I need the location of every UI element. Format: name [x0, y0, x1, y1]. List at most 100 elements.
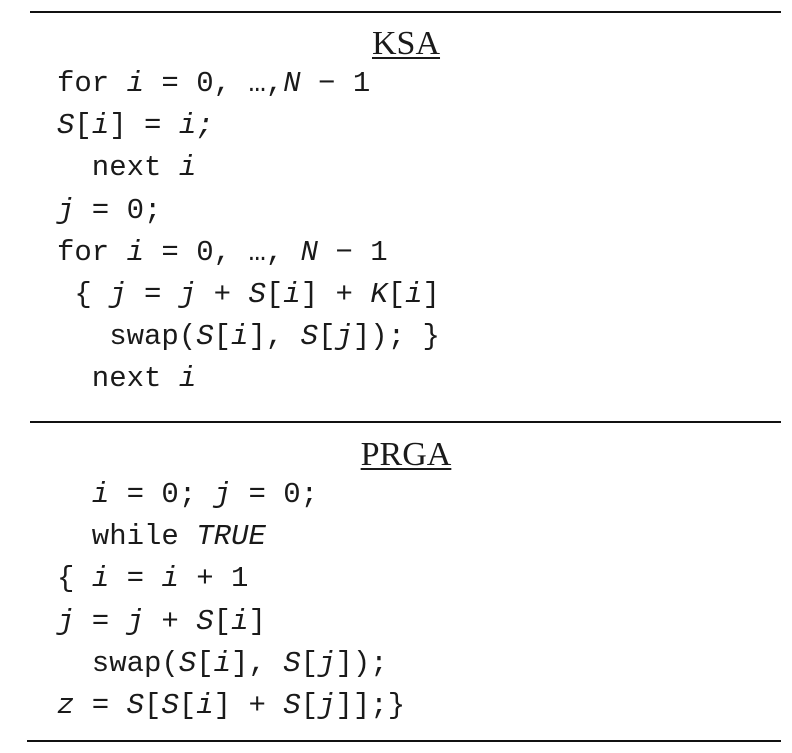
code-line: z = S[S[i] + S[j]];}	[57, 685, 405, 727]
code-line: swap(S[i], S[j]); }	[57, 316, 440, 358]
code-text: − 1	[318, 235, 388, 269]
code-text: for	[57, 235, 127, 269]
code-text: +	[196, 277, 249, 311]
code-variable: S	[196, 320, 214, 354]
code-variable: TRUE	[196, 520, 266, 554]
code-text: ]	[248, 604, 266, 638]
code-text: [	[387, 277, 406, 311]
prga-title: PRGA	[360, 436, 452, 473]
code-text: ]	[422, 277, 440, 311]
code-line: j = j + S[i]	[57, 601, 405, 643]
code-text: [	[300, 646, 319, 680]
code-text: ] +	[213, 688, 284, 722]
code-text: = 0, …,	[144, 67, 284, 100]
code-text: = 0, …,	[144, 235, 301, 269]
code-variable: j	[335, 320, 353, 354]
code-line: swap(S[i], S[j]);	[57, 643, 405, 685]
code-text: swap(	[57, 646, 179, 680]
code-text: ],	[231, 646, 284, 680]
code-text: =	[109, 562, 162, 596]
code-text: [	[265, 277, 284, 311]
code-text: =	[126, 277, 179, 311]
code-variable: S	[300, 320, 319, 354]
code-variable: i	[405, 277, 423, 311]
code-variable: j	[213, 478, 232, 511]
code-line: i = 0; j = 0;	[57, 474, 405, 516]
code-text: next	[57, 151, 179, 185]
code-variable: K	[370, 277, 388, 311]
code-line: { i = i + 1	[57, 558, 405, 600]
code-text: {	[57, 562, 92, 596]
code-variable: i	[213, 646, 232, 680]
code-text: ]];}	[335, 688, 406, 722]
code-text: [	[196, 646, 214, 680]
code-line: next i	[57, 358, 440, 400]
code-line: { j = j + S[i] + K[i]	[57, 274, 440, 316]
code-variable: i	[91, 478, 110, 511]
code-text: swap(	[57, 320, 197, 354]
code-line: next i	[57, 147, 440, 189]
code-text: = 0;	[109, 478, 214, 511]
code-variable: N	[283, 67, 301, 100]
code-text: ]); }	[352, 320, 440, 354]
code-text: [	[213, 320, 232, 354]
code-text: [	[213, 604, 232, 638]
code-variable: j	[318, 646, 336, 680]
code-variable: i;	[178, 109, 214, 143]
code-variable: N	[300, 235, 319, 269]
code-variable: i	[231, 320, 249, 354]
code-variable: S	[283, 688, 301, 722]
code-text: =	[74, 604, 127, 638]
code-text: ] +	[300, 277, 371, 311]
code-variable: i	[91, 109, 110, 143]
code-text: = 0;	[231, 478, 319, 511]
code-variable: j	[178, 277, 197, 311]
code-text: for	[57, 67, 127, 100]
code-variable: S	[196, 604, 214, 638]
code-line: for i = 0, …, N − 1	[57, 232, 440, 274]
code-variable: j	[57, 604, 75, 638]
code-text: ] =	[109, 109, 179, 143]
code-variable: i	[161, 562, 179, 596]
code-text: − 1	[300, 67, 371, 100]
code-text: [	[300, 688, 319, 722]
code-text: +	[144, 604, 197, 638]
section-divider-rule	[30, 421, 781, 423]
code-text: [	[178, 688, 197, 722]
code-variable: j	[57, 193, 75, 227]
code-text: next	[57, 362, 179, 396]
code-text: while	[57, 520, 197, 554]
code-line: for i = 0, …,N − 1	[57, 63, 440, 105]
code-text: =	[74, 688, 127, 722]
code-variable: j	[109, 277, 127, 311]
code-text: {	[57, 277, 110, 311]
code-line: while TRUE	[57, 516, 405, 558]
code-text: [	[144, 688, 162, 722]
code-variable: S	[283, 646, 301, 680]
code-text: ],	[248, 320, 301, 354]
code-variable: i	[178, 151, 197, 185]
code-text: [	[318, 320, 336, 354]
ksa-title: KSA	[371, 25, 441, 62]
code-text	[57, 478, 92, 511]
code-variable: i	[196, 688, 214, 722]
code-variable: i	[126, 235, 145, 269]
bottom-rule	[27, 740, 781, 742]
code-variable: S	[126, 688, 145, 722]
code-variable: S	[161, 688, 179, 722]
code-variable: z	[57, 688, 75, 722]
code-variable: i	[178, 362, 197, 396]
code-variable: S	[178, 646, 197, 680]
code-variable: S	[57, 109, 75, 143]
code-text: = 0;	[74, 193, 162, 227]
code-line: S[i] = i;	[57, 105, 440, 147]
code-variable: j	[318, 688, 336, 722]
top-rule	[30, 11, 781, 13]
code-line: j = 0;	[57, 190, 440, 232]
code-variable: i	[91, 562, 110, 596]
code-variable: i	[231, 604, 249, 638]
code-text: ]);	[335, 646, 388, 680]
code-variable: j	[126, 604, 145, 638]
